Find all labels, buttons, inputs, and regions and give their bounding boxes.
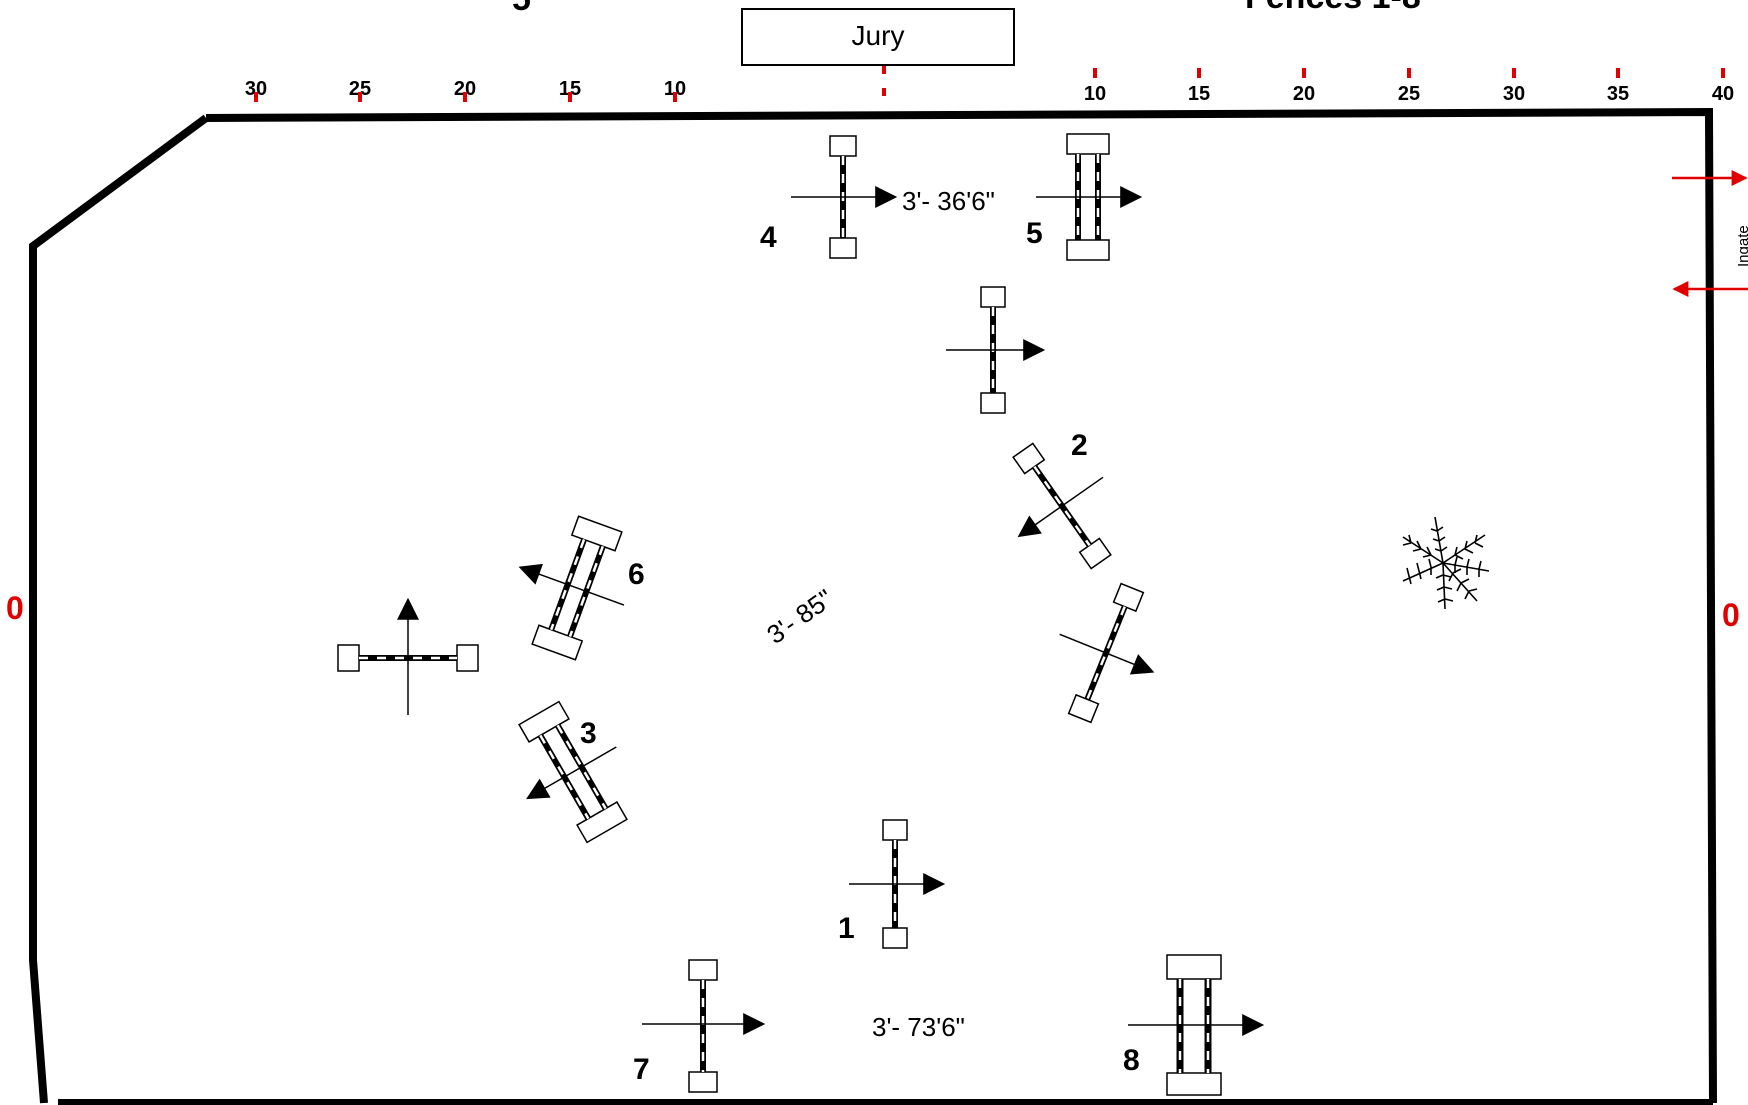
fence-number: 5 bbox=[1026, 217, 1043, 250]
tick-mark bbox=[1721, 68, 1725, 78]
tick-label: 35 bbox=[1607, 83, 1629, 105]
tick-mark bbox=[463, 92, 467, 102]
plant-icon bbox=[1402, 516, 1490, 610]
tick-mark bbox=[1407, 68, 1411, 78]
tick-mark bbox=[1616, 68, 1620, 78]
jury-label: Jury bbox=[852, 20, 905, 51]
tick-label: 25 bbox=[349, 78, 371, 100]
tick-label: 25 bbox=[1398, 83, 1420, 105]
jury-box: Jury bbox=[741, 8, 1015, 66]
fence-6 bbox=[518, 515, 625, 661]
tick-mark bbox=[1302, 68, 1306, 78]
fence-number: 6 bbox=[628, 558, 645, 591]
fence-8 bbox=[1128, 954, 1265, 1096]
fence-unnumbered-right bbox=[1059, 582, 1155, 724]
tick-label: 30 bbox=[1503, 83, 1525, 105]
title-left-partial: 5 bbox=[512, 0, 531, 18]
distance-top: 3'- 36'6" bbox=[902, 186, 995, 216]
fence-7 bbox=[642, 959, 766, 1093]
fence-4 bbox=[791, 135, 898, 259]
fence-3 bbox=[518, 700, 628, 844]
distance-bottom: 3'- 73'6" bbox=[872, 1012, 965, 1042]
ingate-label: Ingate bbox=[1735, 225, 1748, 267]
fence-number: 4 bbox=[760, 221, 777, 254]
distance-middle: 3'- 85" bbox=[761, 583, 838, 650]
title-right-partial: Fences 1-8 bbox=[1245, 0, 1421, 16]
tick-label: 40 bbox=[1712, 83, 1734, 105]
fence-number: 2 bbox=[1071, 429, 1088, 462]
fence-number: 1 bbox=[838, 912, 855, 945]
tick-label: 30 bbox=[245, 78, 267, 100]
tick-label: 15 bbox=[1188, 83, 1210, 105]
tick-mark bbox=[568, 92, 572, 102]
fence-2 bbox=[1012, 442, 1112, 570]
tick-mark bbox=[358, 92, 362, 102]
tick-mark bbox=[1512, 68, 1516, 78]
scale-top-right: 10 15 20 25 30 35 40 bbox=[1084, 68, 1734, 105]
tick-label: 20 bbox=[454, 78, 476, 100]
left-zero-marker: 0 bbox=[6, 590, 24, 626]
fence-number: 7 bbox=[633, 1053, 650, 1086]
fence-number: 8 bbox=[1123, 1044, 1140, 1077]
fence-5 bbox=[1036, 133, 1143, 261]
tick-mark bbox=[1197, 68, 1201, 78]
tick-mark bbox=[254, 92, 258, 102]
ingate: Ingate bbox=[1672, 170, 1748, 297]
tick-mark bbox=[673, 92, 677, 102]
scale-top-left: 30 25 20 15 10 bbox=[245, 78, 686, 102]
tick-label: 15 bbox=[559, 78, 581, 100]
tick-label: 20 bbox=[1293, 83, 1315, 105]
tick-label: 10 bbox=[1084, 83, 1106, 105]
fence-1 bbox=[849, 819, 946, 949]
tick-label: 10 bbox=[664, 78, 686, 100]
tick-mark bbox=[1093, 68, 1097, 78]
fence-unnumbered-left bbox=[337, 597, 479, 715]
arena-outline bbox=[29, 107, 1717, 1105]
fence-unnumbered-upper bbox=[946, 286, 1046, 414]
right-zero-marker: 0 bbox=[1722, 597, 1740, 633]
fence-number: 3 bbox=[580, 717, 597, 750]
